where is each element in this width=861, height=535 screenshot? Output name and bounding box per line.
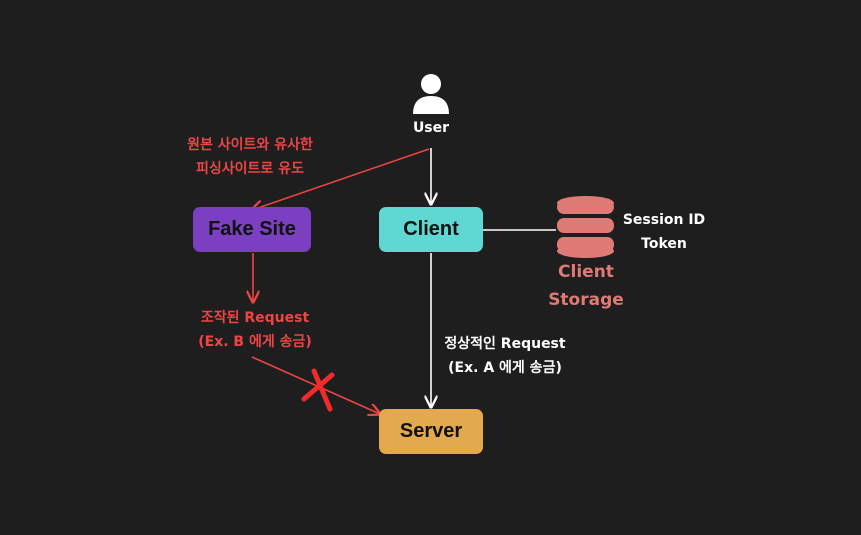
server-node[interactable]: Server xyxy=(379,409,483,454)
x-mark-icon xyxy=(301,368,335,412)
session-label-line2: Token xyxy=(641,236,687,252)
normal-request-line1: 정상적인 Request xyxy=(444,336,566,352)
normal-request-line2: (Ex. A 에게 송금) xyxy=(448,360,562,376)
storage-label-line2: Storage xyxy=(548,290,624,310)
fake-site-node[interactable]: Fake Site xyxy=(193,207,311,252)
user-label: User xyxy=(412,120,450,136)
storage-label-line1: Client xyxy=(558,262,614,282)
client-node[interactable]: Client xyxy=(379,207,483,252)
phishing-label-line2: 피싱사이트로 유도 xyxy=(196,161,304,177)
session-label-line1: Session ID xyxy=(622,212,706,228)
forged-request-line1: 조작된 Request xyxy=(200,310,310,326)
user-icon xyxy=(413,74,449,114)
database-icon xyxy=(557,196,614,258)
forged-request-line2: (Ex. B 에게 송금) xyxy=(198,334,312,350)
phishing-label-line1: 원본 사이트와 유사한 xyxy=(187,137,313,153)
phishing-redirect-arrow xyxy=(252,148,430,210)
